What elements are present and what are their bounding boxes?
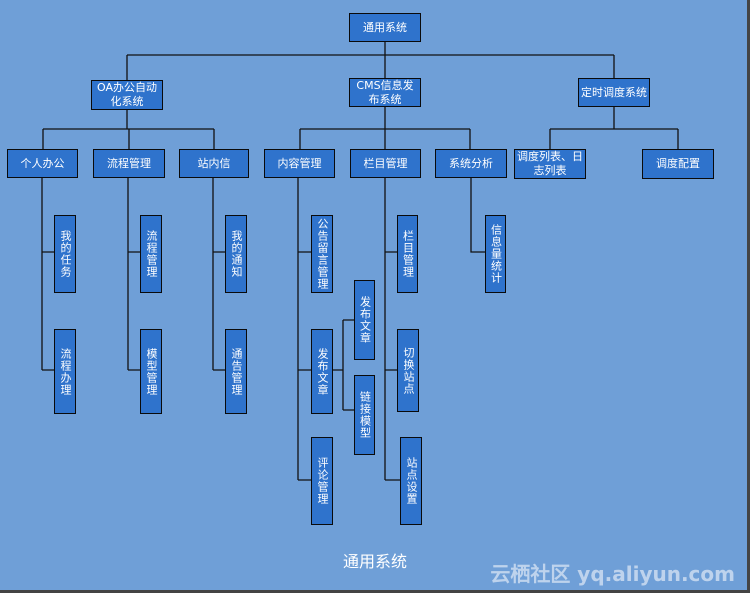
node-site-setting[interactable]: 站点设置: [400, 437, 422, 525]
link-flow: [127, 178, 140, 371]
diagram-caption: 通用系统: [342, 552, 407, 571]
node-analysis[interactable]: 系统分析: [435, 149, 507, 178]
link-content: [297, 178, 311, 481]
link-publish-sub: [332, 319, 354, 411]
link-analysis: [470, 178, 485, 253]
link-inbox: [212, 178, 225, 371]
link-sched-children: [549, 107, 679, 149]
node-inbox[interactable]: 站内信: [179, 149, 249, 178]
link-column: [384, 178, 400, 481]
node-announce[interactable]: 公告留言管理: [311, 215, 333, 293]
link-personal: [41, 178, 54, 371]
watermark: 云栖社区 yq.aliyun.com: [490, 562, 735, 586]
node-switch-site[interactable]: 切换站点: [397, 329, 419, 412]
node-my-notice[interactable]: 我的通知: [225, 215, 247, 293]
node-sched[interactable]: 定时调度系统: [578, 78, 650, 107]
node-flow-handle[interactable]: 流程办理: [54, 329, 76, 414]
node-cms[interactable]: CMS信息发布系统: [349, 78, 421, 107]
node-column-mgmt[interactable]: 栏目管理: [397, 215, 418, 293]
node-publish[interactable]: 发布文章: [311, 329, 333, 414]
node-root[interactable]: 通用系统: [349, 13, 421, 42]
node-flow[interactable]: 流程管理: [93, 149, 165, 178]
link-cms-children: [299, 107, 471, 149]
node-model-mgmt[interactable]: 模型管理: [140, 329, 162, 414]
node-personal[interactable]: 个人办公: [7, 149, 78, 178]
node-publish-sub[interactable]: 发布文章: [354, 280, 375, 360]
link-oa-children: [42, 110, 215, 149]
node-flow-mgmt[interactable]: 流程管理: [140, 215, 162, 293]
node-notice-mgmt[interactable]: 通告管理: [225, 329, 247, 414]
node-comment[interactable]: 评论管理: [311, 437, 333, 525]
node-info-stat[interactable]: 信息量统计: [485, 215, 506, 293]
link-root-bus: [126, 42, 615, 80]
node-oa[interactable]: OA办公自动化系统: [91, 80, 163, 110]
node-content[interactable]: 内容管理: [264, 149, 335, 178]
node-my-task[interactable]: 我的任务: [54, 215, 76, 293]
node-sched-conf[interactable]: 调度配置: [642, 149, 714, 179]
node-column[interactable]: 栏目管理: [350, 149, 421, 178]
node-link-model[interactable]: 链接模型: [354, 375, 375, 455]
node-sched-list[interactable]: 调度列表、日志列表: [514, 149, 586, 179]
